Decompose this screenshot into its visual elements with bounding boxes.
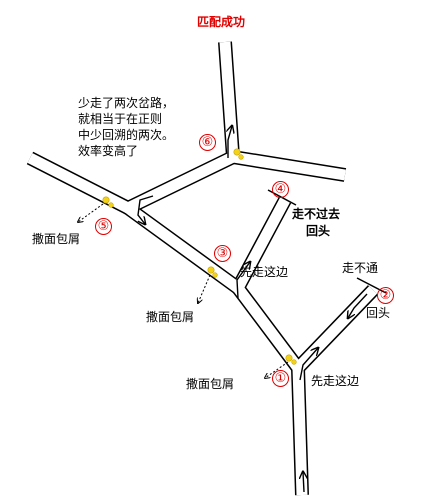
start-arrow <box>303 472 304 493</box>
marker-5: ⑤ <box>95 218 112 235</box>
arrow-1 <box>299 348 318 381</box>
label-crumbs-1: 撒面包屑 <box>186 377 235 391</box>
label-first-go-1: 先走这边 <box>311 374 360 388</box>
label-turn-back-2: 回头 <box>366 306 391 320</box>
marker-4: ④ <box>272 181 289 198</box>
label-cant-pass: 走不过去 <box>292 207 341 221</box>
path-arrows <box>137 126 368 493</box>
label-crumbs-5: 撒面包屑 <box>32 232 81 246</box>
arrow-2-back <box>348 293 368 318</box>
marker-2: ② <box>377 287 394 304</box>
crumb-3 <box>207 266 215 274</box>
title-match-success: 匹配成功 <box>197 15 246 29</box>
marker-6: ⑥ <box>199 134 216 151</box>
marker-1: ① <box>272 370 289 387</box>
bread-crumbs <box>102 148 297 365</box>
efficiency-note: 少走了两次岔路， 就相当于在正则 中少回溯的两次。 效率变高了 <box>78 96 175 158</box>
label-crumbs-3: 撒面包屑 <box>146 310 195 324</box>
arrow-6 <box>228 126 232 158</box>
crumb-pointers <box>78 203 289 378</box>
arrow-5 <box>137 195 154 224</box>
crumb-1 <box>285 354 293 362</box>
label-dead-end: 走不通 <box>342 261 379 275</box>
crumb-5 <box>102 196 110 204</box>
arrow-3 <box>236 262 250 299</box>
marker-3: ③ <box>214 245 231 262</box>
label-first-go-3: 先走这边 <box>240 265 289 279</box>
road-branch-1-right-outline <box>290 285 379 496</box>
label-turn-back-4: 回头 <box>306 224 331 238</box>
crumb-6 <box>233 148 241 156</box>
